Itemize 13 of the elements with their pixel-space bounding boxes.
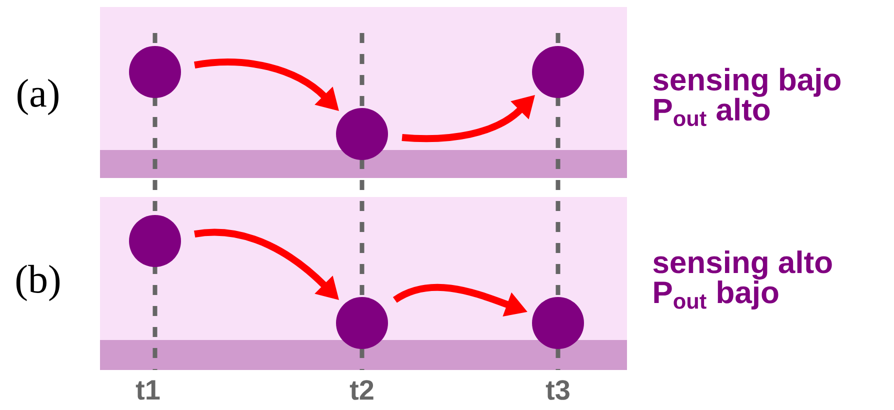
time-label: t3 bbox=[546, 380, 570, 400]
description-text: sensing bajo P$_{out}$ alto bbox=[653, 68, 840, 126]
time-label: t2 bbox=[350, 380, 374, 400]
ball bbox=[129, 215, 181, 267]
ball bbox=[532, 297, 584, 349]
panel-label: (b) bbox=[16, 264, 60, 302]
ball bbox=[336, 108, 388, 160]
panel-label: (a) bbox=[18, 78, 58, 116]
description-text: sensing alto P$_{out}$ bajo bbox=[653, 250, 832, 310]
ball bbox=[129, 46, 181, 98]
ball bbox=[532, 46, 584, 98]
time-label: t1 bbox=[136, 380, 160, 400]
ball bbox=[336, 297, 388, 349]
